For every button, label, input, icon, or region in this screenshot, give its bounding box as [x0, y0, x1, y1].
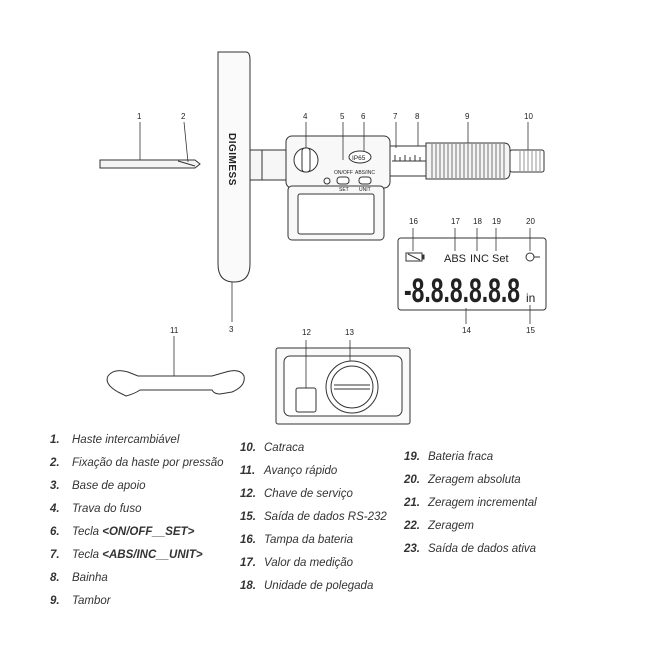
sleeve-scale	[392, 155, 426, 162]
callout-2: 2	[181, 112, 186, 121]
leader-lines	[139, 121, 529, 322]
legend-item: 11.Avanço rápido	[240, 465, 338, 477]
btn-on-off-label: ON/OFF	[334, 170, 353, 176]
legend-item: 7.Tecla <ABS/INC__UNIT>	[50, 549, 203, 561]
legend-item: 8.Bainha	[50, 572, 108, 584]
legend-item: 9.Tambor	[50, 595, 111, 607]
callout-18: 18	[473, 217, 482, 226]
data-port	[295, 387, 317, 413]
callout-14: 14	[462, 326, 471, 335]
callout-9: 9	[465, 112, 470, 121]
brand-logo: DIGIMESS	[226, 133, 237, 186]
legend-item: 19.Bateria fraca	[404, 451, 494, 463]
callout-4: 4	[303, 112, 308, 121]
callout-11: 11	[170, 326, 179, 335]
legend-item: 18.Unidade de polegada	[240, 580, 374, 592]
legend-item: 10.Catraca	[240, 442, 305, 454]
low-battery-icon	[405, 252, 425, 262]
interchangeable-rod	[99, 159, 201, 169]
lcd-set: Set	[492, 253, 509, 265]
ip-badge-group	[348, 150, 372, 164]
legend-item: 22.Zeragem	[404, 520, 475, 532]
ratchet[interactable]	[509, 149, 545, 173]
ip-badge: IP65	[352, 155, 366, 162]
legend-item: 20.Zeragem absoluta	[404, 474, 521, 486]
neck	[249, 149, 287, 181]
legend-item: 16.Tampa da bateria	[240, 534, 354, 546]
btn-unit-label: UNIT	[359, 187, 371, 193]
callout-6: 6	[361, 112, 366, 121]
callout-17: 17	[451, 217, 460, 226]
data-output-icon	[323, 177, 331, 185]
micrometer-diagram: DIGIMESS IP65 ON/OFF ABS/INC SET UNIT	[99, 51, 547, 425]
rod-groove	[177, 160, 196, 167]
lcd-reading: -8.8.8.8.8.8	[404, 272, 520, 310]
callout-15: 15	[526, 326, 535, 335]
data-output-active-icon	[525, 252, 540, 262]
legend-item: 3.Base de apoio	[50, 480, 146, 492]
lcd-window	[297, 193, 375, 235]
on-off-set-button[interactable]	[336, 176, 350, 185]
legend-item: 21.Zeragem incremental	[404, 497, 537, 509]
legend-item: 4.Trava do fuso	[50, 503, 142, 515]
callout-5: 5	[340, 112, 345, 121]
service-wrench	[106, 370, 245, 397]
legend-item: 2.Fixação da haste por pressão	[50, 457, 224, 469]
lcd-enlarged	[397, 237, 547, 311]
btn-abs-inc-label: ABS/INC	[355, 170, 375, 176]
lcd-unit: in	[526, 291, 535, 305]
abs-inc-unit-button[interactable]	[358, 176, 372, 185]
spindle-lock-lever[interactable]	[301, 147, 311, 173]
callout-10: 10	[524, 112, 533, 121]
legend-item: 17.Valor da medição	[240, 557, 354, 569]
callout-16: 16	[409, 217, 418, 226]
btn-set-label: SET	[339, 187, 349, 193]
legend-item: 15.Saída de dados RS-232	[240, 511, 387, 523]
callout-7: 7	[393, 112, 398, 121]
callout-8: 8	[415, 112, 420, 121]
legend-item: 1.Haste intercambiável	[50, 434, 180, 446]
lcd-inc: INC	[470, 253, 489, 265]
callout-3: 3	[229, 325, 234, 334]
support-base	[217, 51, 251, 283]
thimble-knurling	[431, 144, 505, 178]
callout-20: 20	[526, 217, 535, 226]
callout-19: 19	[492, 217, 501, 226]
callout-13: 13	[345, 328, 354, 337]
legend-item: 12.Chave de serviço	[240, 488, 353, 500]
ratchet-knurling	[519, 151, 541, 171]
legend-item: 6.Tecla <ON/OFF__SET>	[50, 526, 195, 538]
lcd-abs: ABS	[444, 253, 466, 265]
legend-item: 23.Saída de dados ativa	[404, 543, 537, 555]
callout-1: 1	[137, 112, 142, 121]
callout-12: 12	[302, 328, 311, 337]
